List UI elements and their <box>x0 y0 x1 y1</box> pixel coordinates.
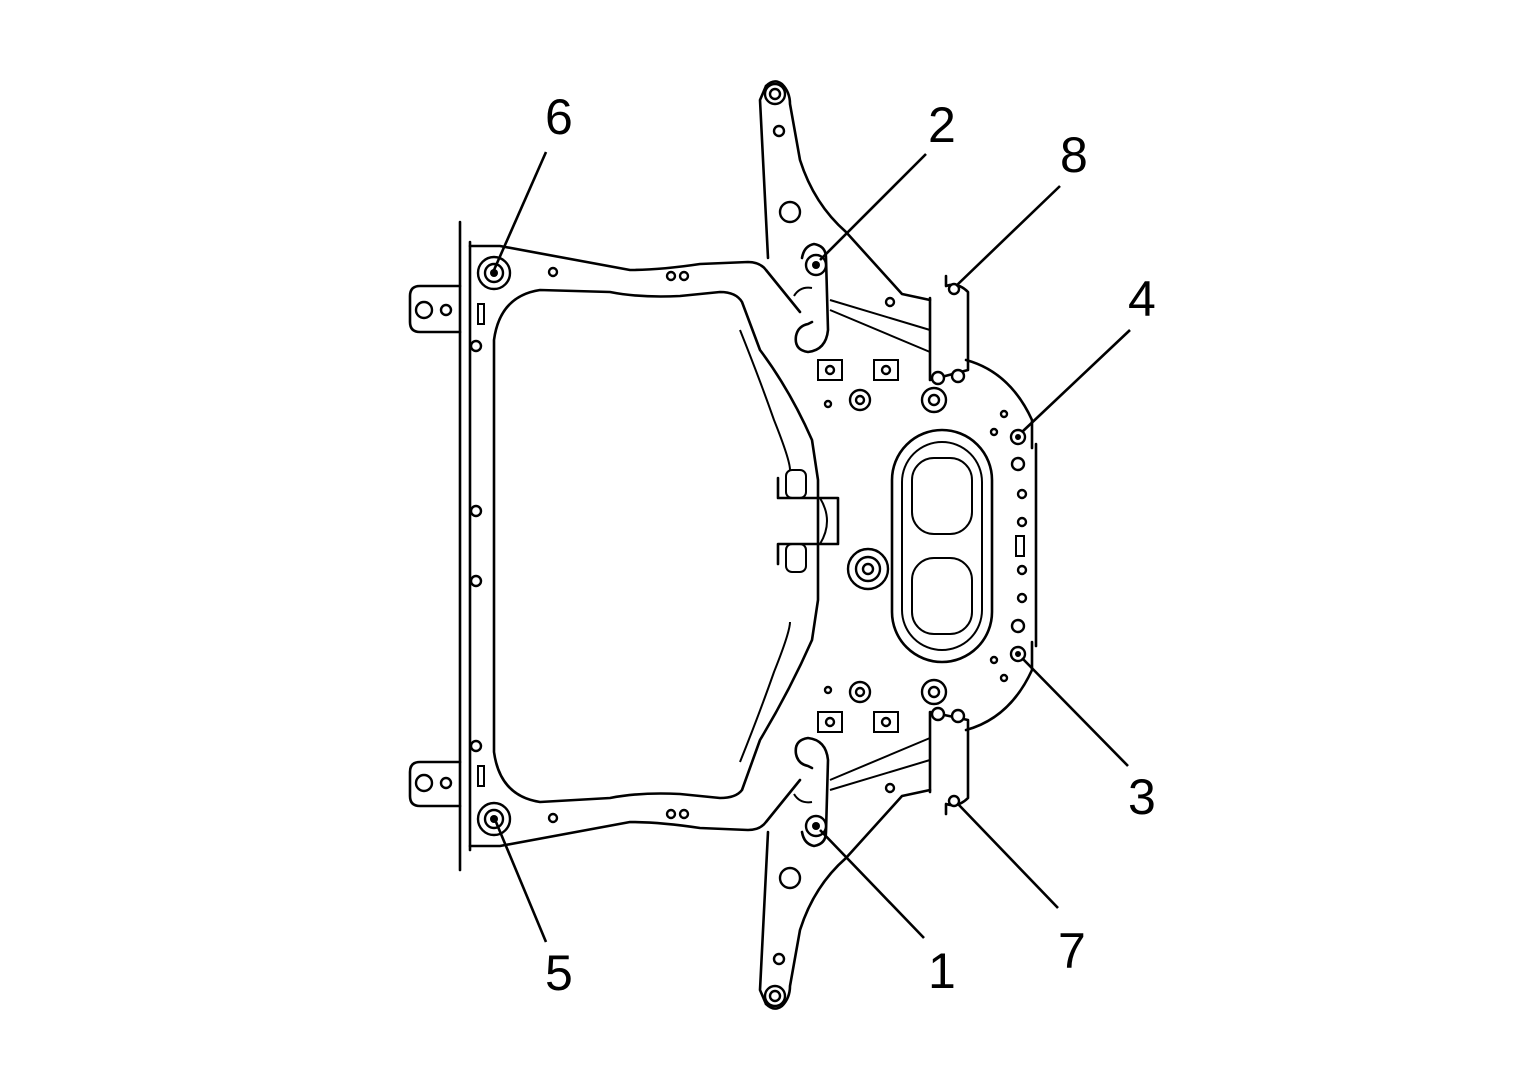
upper-control-arm <box>758 80 932 354</box>
callout-3: 3 <box>1128 769 1156 825</box>
callout-1: 1 <box>928 943 956 999</box>
callout-8: 8 <box>1060 127 1088 183</box>
bolt-3 <box>1009 645 1027 663</box>
fasteners <box>476 253 1027 838</box>
callout-5: 5 <box>545 945 573 1001</box>
leader-1 <box>819 829 925 939</box>
left-rail <box>408 220 485 872</box>
frame-outline <box>468 244 840 848</box>
leader-8 <box>955 185 1061 287</box>
callout-2: 2 <box>928 97 956 153</box>
bolt-6 <box>476 255 512 291</box>
callout-4: 4 <box>1128 271 1156 327</box>
callout-7: 7 <box>1058 923 1086 979</box>
bolt-4 <box>1009 428 1027 446</box>
bolt-5 <box>476 801 512 837</box>
leader-5 <box>494 821 548 943</box>
leader-3 <box>1021 657 1129 767</box>
leader-2 <box>819 153 927 261</box>
leader-4 <box>1021 329 1131 433</box>
bolt-7 <box>947 794 961 808</box>
lower-control-arm <box>758 736 932 1010</box>
callout-6: 6 <box>545 89 573 145</box>
leader-6 <box>492 151 548 271</box>
callout-labels: 6 2 8 4 3 7 1 5 <box>545 89 1156 1001</box>
center-crossmember <box>817 274 1038 816</box>
leader-7 <box>957 803 1059 909</box>
leader-lines <box>492 151 1131 943</box>
